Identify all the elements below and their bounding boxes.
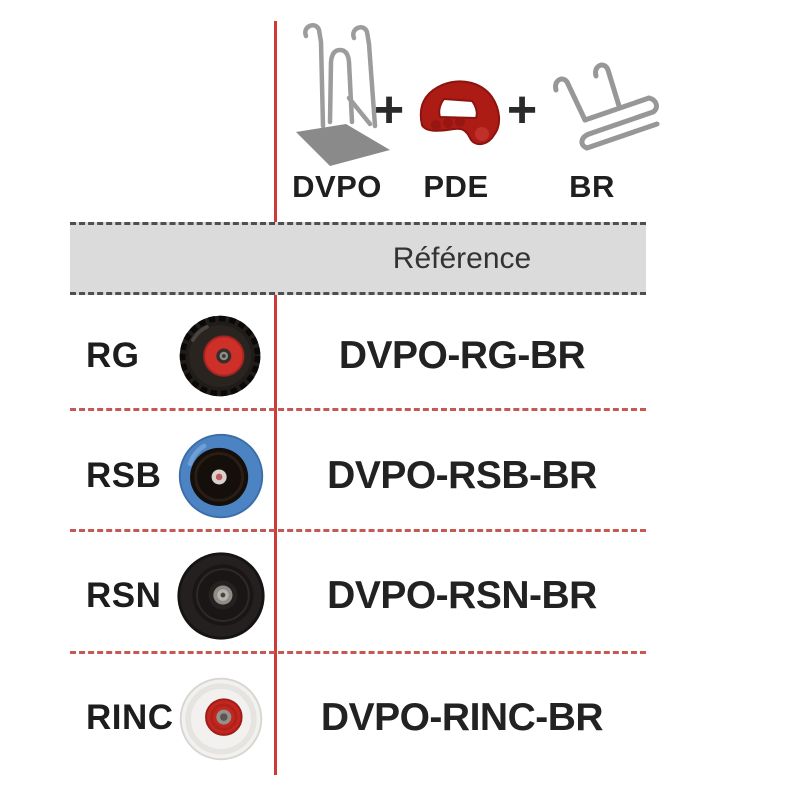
part-label-dvpo: DVPO [292, 169, 382, 204]
vertical-divider-line [274, 21, 277, 775]
plus-sign: + [373, 81, 405, 139]
wheel-code-label: RINC [86, 698, 174, 737]
reference-value: DVPO-RINC-BR [320, 696, 604, 739]
wheel-code-label: RG [86, 336, 140, 375]
reference-value: DVPO-RSB-BR [327, 454, 597, 497]
table-row-rsb: RSB DVPO-RSB-BR [0, 430, 800, 522]
wheel-rg-icon [179, 315, 261, 397]
part-label-pde: PDE [423, 169, 489, 204]
wheel-rsn-icon [177, 552, 265, 640]
table-row-rsn: RSN DVPO-RSN-BR [0, 550, 800, 642]
wheel-code-label: RSN [86, 576, 162, 615]
table-row-rinc: RINC DVPO-RINC-BR [0, 670, 800, 766]
row-separator [70, 651, 646, 654]
table-header-band: Référence [70, 222, 646, 295]
plus-sign: + [506, 81, 538, 139]
reference-column-header: Référence [392, 241, 532, 275]
row-separator [70, 408, 646, 411]
hand-truck-icon [296, 23, 390, 166]
wheel-rinc-icon [179, 677, 263, 761]
part-label-br: BR [569, 169, 615, 204]
wheel-rsb-icon [178, 433, 264, 519]
wheel-code-label: RSB [86, 456, 162, 495]
table-row-rg: RG DVPO-RG-BR [0, 310, 800, 402]
backrest-icon [553, 62, 660, 151]
reference-value: DVPO-RG-BR [338, 334, 586, 377]
reference-value: DVPO-RSN-BR [327, 574, 597, 617]
handle-icon [419, 80, 500, 146]
row-separator [70, 529, 646, 532]
